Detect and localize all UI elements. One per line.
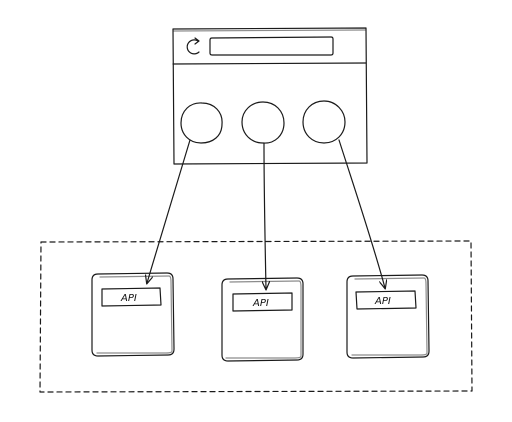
api-label: API bbox=[374, 296, 391, 307]
connector-arrow-2 bbox=[264, 142, 266, 289]
service-box-3[interactable]: API bbox=[346, 274, 430, 359]
api-label-box bbox=[355, 290, 417, 310]
connector-arrow-1 bbox=[147, 139, 191, 283]
browser-window bbox=[172, 27, 368, 165]
address-bar[interactable] bbox=[209, 36, 334, 56]
client-node-1[interactable] bbox=[180, 102, 223, 144]
api-label: API bbox=[252, 298, 269, 309]
api-label: API bbox=[120, 293, 137, 304]
api-label-box bbox=[101, 287, 162, 307]
service-box-2[interactable]: API bbox=[221, 277, 304, 362]
browser-toolbar-divider bbox=[172, 62, 367, 65]
backend-boundary bbox=[39, 240, 473, 393]
service-box-1[interactable]: API bbox=[91, 272, 175, 357]
connector-arrow-3 bbox=[338, 139, 385, 288]
browser-window-frame bbox=[172, 27, 368, 165]
client-node-2[interactable] bbox=[241, 101, 285, 144]
client-node-3[interactable] bbox=[302, 100, 346, 144]
api-label-box bbox=[232, 292, 293, 312]
reload-icon[interactable] bbox=[186, 37, 200, 55]
